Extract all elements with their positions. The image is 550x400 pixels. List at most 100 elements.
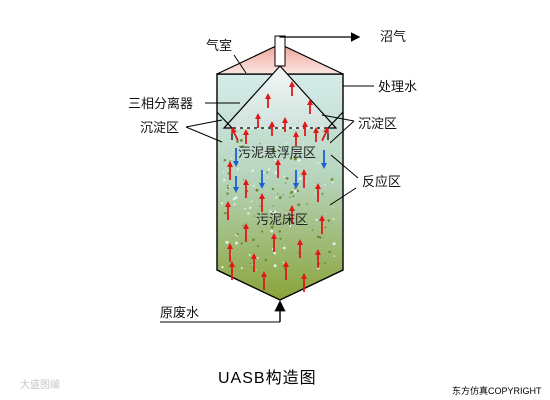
sludge-particle — [252, 238, 255, 242]
red-up-arrow-icon — [271, 233, 277, 252]
red-up-arrow-icon — [259, 193, 265, 212]
sludge-particle — [226, 192, 229, 195]
sludge-particle — [325, 213, 327, 215]
sludge-particle — [271, 187, 275, 191]
sludge-particle — [226, 186, 230, 190]
label-settling-zone-right: 沉淀区 — [358, 117, 397, 132]
sludge-particle — [272, 210, 275, 213]
sludge-particle — [284, 182, 287, 184]
label-gas-chamber: 气室 — [206, 38, 232, 54]
sludge-particle — [240, 145, 244, 148]
red-up-arrow-icon — [243, 223, 249, 242]
sludge-particle — [285, 177, 289, 180]
leader-settling-left-a — [185, 119, 223, 128]
red-up-arrow-icon — [302, 121, 308, 136]
sludge-particle — [317, 235, 321, 239]
sludge-particle — [251, 169, 254, 173]
label-sludge-suspension-layer: 污泥悬浮层区 — [238, 146, 316, 161]
red-up-arrow-icon — [307, 99, 313, 114]
sludge-particle — [282, 246, 286, 250]
sludge-particle — [292, 195, 295, 198]
sludge-particle — [315, 218, 318, 221]
label-settling-zone-left: 沉淀区 — [140, 121, 179, 136]
sludge-particle — [311, 229, 314, 231]
sludge-particle — [314, 192, 316, 195]
red-up-arrow-icon — [227, 161, 233, 180]
sludge-particle — [279, 237, 282, 240]
sludge-particle — [222, 171, 225, 173]
red-up-arrow-icon — [243, 129, 249, 144]
sludge-particle — [278, 145, 281, 148]
sludge-particle — [293, 150, 296, 153]
red-up-arrow-icon — [301, 169, 307, 188]
red-tilted-arrow-icon — [231, 127, 239, 142]
sludge-particle — [297, 140, 299, 142]
sludge-particle — [293, 157, 297, 161]
sludge-particle — [248, 253, 251, 256]
sludge-particle — [278, 212, 280, 214]
sludge-particle — [317, 162, 320, 165]
red-up-arrow-icon — [243, 179, 249, 198]
sludge-particle — [276, 193, 279, 195]
leader-gas-chamber — [233, 54, 247, 74]
leader-reaction-zone — [330, 154, 359, 179]
sludge-particle — [332, 218, 335, 221]
sludge-particle — [255, 269, 257, 271]
sludge-particle — [236, 140, 239, 143]
sludge-particle — [292, 189, 294, 191]
red-up-arrow-icon — [293, 131, 299, 146]
sludge-particle — [328, 250, 331, 254]
blue-down-arrow-icon — [259, 170, 265, 189]
sludge-particle — [296, 189, 299, 193]
blue-down-arrow-icon — [293, 170, 299, 189]
red-up-arrow-icon — [229, 261, 235, 280]
red-up-arrow-icon — [283, 261, 289, 280]
sludge-particle — [247, 212, 250, 215]
sludge-particle — [273, 210, 277, 214]
sludge-particle — [278, 230, 282, 233]
sludge-particle — [271, 148, 275, 152]
red-up-arrow-icon — [282, 117, 288, 132]
leader-settling-right-b — [329, 120, 355, 144]
sludge-particle — [289, 157, 293, 160]
sludge-particle — [249, 206, 252, 209]
sludge-particle — [236, 232, 239, 236]
red-up-arrow-icon — [225, 201, 231, 220]
sludge-particle — [285, 142, 288, 144]
sludge-particle — [244, 207, 247, 210]
blue-down-arrow-icon — [233, 176, 239, 193]
sludge-particle — [261, 230, 264, 233]
leader-settling-right-a — [321, 114, 355, 122]
sludge-particle — [265, 150, 268, 153]
sludge-particle — [278, 196, 282, 200]
sludge-particle — [274, 171, 278, 174]
label-sludge-bed-zone: 污泥床区 — [256, 213, 308, 228]
sludge-particle — [275, 196, 278, 199]
sludge-particle — [305, 180, 307, 183]
sludge-particle — [323, 262, 326, 265]
sludge-particle — [228, 185, 231, 188]
sludge-particle — [234, 196, 238, 200]
sludge-particle — [253, 184, 255, 187]
red-up-arrow-icon — [227, 243, 233, 262]
sludge-particle — [312, 157, 315, 159]
sludge-particle — [266, 171, 268, 174]
copyright-text: 东方仿真COPYRIGHT — [452, 385, 542, 396]
sludge-particle — [332, 206, 334, 208]
red-up-arrow-icon — [269, 121, 275, 136]
gas-pipe — [274, 35, 286, 67]
sludge-particle — [261, 221, 263, 223]
flow-arrows — [225, 81, 329, 292]
sludge-particle — [302, 141, 305, 143]
sludge-particle — [235, 241, 238, 245]
label-reaction-zone: 反应区 — [362, 174, 401, 190]
sludge-particle — [297, 203, 301, 207]
sludge-particle — [304, 222, 307, 224]
leader-sludge-bed — [329, 187, 357, 206]
sludge-particle — [285, 212, 288, 215]
sludge-particle — [272, 205, 275, 207]
sludge-particle — [242, 178, 245, 181]
sludge-particle — [242, 224, 245, 227]
red-up-arrow-icon — [261, 271, 267, 290]
sludge-particle — [297, 252, 300, 254]
